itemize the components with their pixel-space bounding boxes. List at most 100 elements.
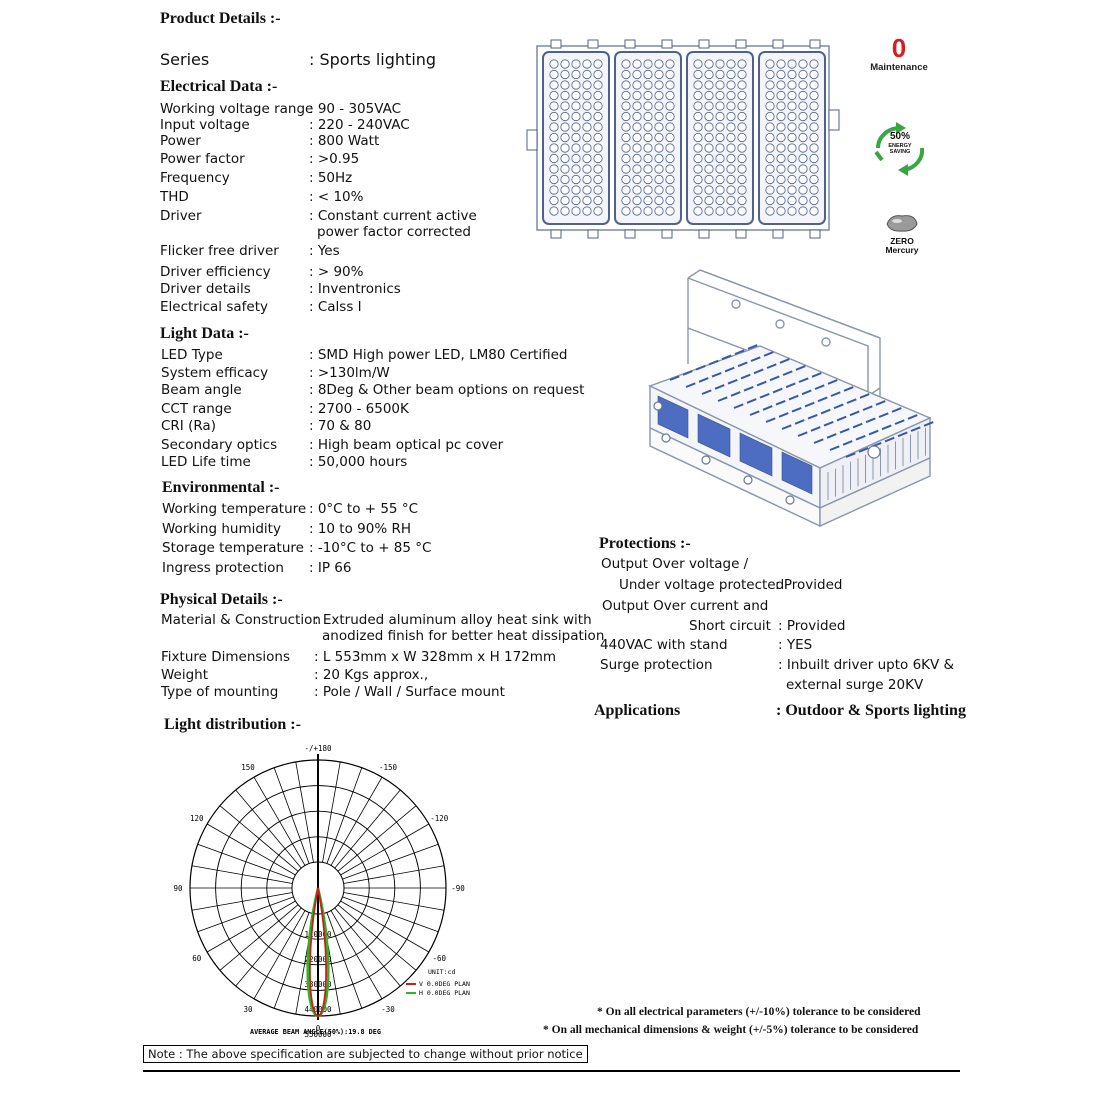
polar-angle-label: -30 [381,1005,395,1014]
legend-h-label: H 0.0DEG PLAN,19.5 [419,989,470,997]
series-label: Series [160,50,210,69]
energy-saving-badge: 50% ENERGY SAVING [868,122,932,176]
protection-surge-value-2: external surge 20KV [786,677,924,693]
electrical-label: Input voltage [160,117,250,133]
v-plane-curve [309,887,327,1017]
protection-440vac-value: : YES [778,637,813,653]
polar-angle-label: 30 [243,1005,253,1014]
light-value: : 2700 - 6500K [309,401,409,417]
electrical-label: Electrical safety [160,299,268,315]
polar-unit-label: UNIT:cd [428,968,455,976]
polar-radial-label: 330000 [304,980,332,989]
light-label: CRI (Ra) [161,418,216,434]
protection-undervoltage-label: Under voltage protected [619,577,785,593]
electrical-value: : Calss I [309,299,362,315]
environmental-label: Working humidity [162,521,281,537]
protection-overvoltage-label: Output Over voltage / [601,556,749,572]
polar-angle-label: -/+180 [304,744,332,753]
polar-angle-label: 60 [192,954,202,963]
protections-heading: Protections :- [599,535,691,552]
electrical-label: THD [160,189,189,205]
electrical-value: : Constant current active [309,208,477,224]
light-value: : 50,000 hours [309,454,408,470]
electrical-value: : < 10% [309,189,364,205]
electrical-label: Driver [160,208,202,224]
polar-radial-label: 220000 [304,955,332,964]
applications-value: : Outdoor & Sports lighting [776,702,966,719]
electrical-value: : Yes [309,243,340,259]
protection-voltage-value: : Provided [775,577,843,593]
legend-v-label: V 0.0DEG PLAN,20.0 [419,980,470,988]
light-label: Beam angle [161,382,242,398]
mercury-drop-icon [886,215,918,232]
polar-angle-label: -90 [451,884,465,893]
light-value: : 8Deg & Other beam options on request [309,382,585,398]
electrical-label: Driver details [160,281,251,297]
protection-surge-value: : Inbuilt driver upto 6KV & [778,657,955,673]
light-label: LED Life time [161,454,251,470]
mechanical-tolerance-note: * On all mechanical dimensions & weight … [543,1024,919,1036]
environmental-heading: Environmental :- [162,479,280,496]
energy-percent: 50% [889,131,910,142]
polar-angle-label: 0 [316,1024,321,1033]
electrical-value: : 50Hz [309,170,353,186]
electrical-heading: Electrical Data :- [160,78,278,95]
electrical-value: : Inventronics [309,281,401,297]
polar-angle-label: -120 [430,814,449,823]
physical-value: : Pole / Wall / Surface mount [314,684,505,700]
environmental-value: : IP 66 [309,560,352,576]
electrical-value: : 90 - 305VAC [309,101,402,117]
electrical-label: Driver efficiency [160,264,271,280]
maintenance-badge: 0 Maintenance [864,34,934,73]
protection-shortcircuit-label: Short circuit [689,618,771,634]
beam-angle-footer: AVERAGE BEAM ANGLE(50%):19.8 DEG [250,1028,381,1036]
electrical-value: : 220 - 240VAC [309,117,410,133]
physical-label: Weight [161,667,209,683]
physical-label: Material & Construction [161,612,321,628]
protection-surge-label: Surge protection [600,657,713,673]
environmental-label: Storage temperature [162,540,304,556]
applications-label: Applications [594,702,681,719]
protection-current-value: : Provided [778,618,846,634]
physical-label: Fixture Dimensions [161,649,291,665]
electrical-label: Working voltage range [160,101,314,117]
light-value: : SMD High power LED, LM80 Certified [309,347,568,363]
light-distribution-heading: Light distribution :- [164,716,301,733]
protection-overcurrent-label: Output Over current and [602,598,769,614]
electrical-tolerance-note: * On all electrical parameters (+/-10%) … [597,1006,921,1018]
series-value: : Sports lighting [309,50,437,69]
polar-angle-label: -150 [379,763,398,772]
electrical-label: Power factor [160,151,245,167]
physical-value: : Extruded aluminum alloy heat sink with [314,612,592,628]
energy-line2: SAVING [889,149,911,155]
light-label: CCT range [161,401,232,417]
polar-radial-label: 550000 [304,1030,332,1039]
light-value: : 70 & 80 [309,418,372,434]
light-label: System efficacy [161,365,269,381]
maintenance-number: 0 [891,33,907,63]
polar-angle-label: 150 [241,763,255,772]
physical-value-continued: anodized finish for better heat dissipat… [322,628,605,644]
mercury-line2: Mercury [885,245,919,255]
electrical-label: Power [160,133,201,149]
electrical-value: : >0.95 [309,151,360,167]
maintenance-text: Maintenance [870,62,928,73]
physical-heading: Physical Details :- [160,591,283,608]
polar-radial-label: 440000 [304,1005,332,1014]
polar-angle-label: 120 [190,814,204,823]
light-label: Secondary optics [161,437,278,453]
light-value: : High beam optical pc cover [309,437,504,453]
product-details-heading: Product Details :- [160,10,281,27]
environmental-value: : -10°C to + 85 °C [309,540,432,556]
electrical-value: : 800 Watt [309,133,380,149]
physical-label: Type of mounting [161,684,279,700]
environmental-value: : 0°C to + 55 °C [309,501,418,517]
electrical-value-continued: power factor corrected [317,224,472,240]
environmental-label: Working temperature [162,501,307,517]
fixture-front-image [526,39,840,239]
physical-value: : 20 Kgs approx., [314,667,429,683]
protection-440vac-label: 440VAC with stand [600,637,728,653]
recycle-arrows-icon [874,122,925,176]
zero-mercury-badge: ZERO Mercury [872,212,932,255]
